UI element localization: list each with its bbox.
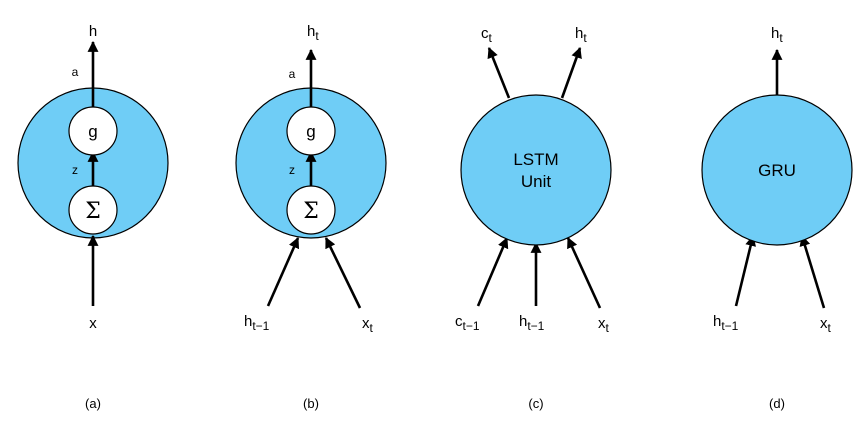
gru-unit-circle [701, 94, 853, 246]
h-prev-label: ht−1 [519, 313, 545, 333]
activation-label: g [88, 122, 97, 141]
a-label: a [289, 67, 296, 81]
caption: (c) [528, 396, 543, 411]
z-label: z [72, 163, 78, 177]
sum-node [286, 185, 336, 235]
unit-label-line2: Unit [521, 172, 552, 191]
h-prev-label: ht−1 [713, 313, 739, 333]
caption: (d) [769, 396, 785, 411]
c-out-arrow [487, 46, 511, 99]
output-label: h [89, 23, 97, 40]
caption: (b) [303, 396, 319, 411]
sum-symbol: Σ [85, 199, 101, 224]
c-out-label: ct [481, 25, 493, 45]
c-prev-arrow [476, 236, 509, 307]
x-arrow [566, 237, 602, 309]
h-out-label: ht [575, 25, 587, 45]
output-label: ht [307, 23, 319, 43]
lstm-unit-circle [460, 94, 612, 246]
sum-node [68, 185, 118, 235]
activation-node [68, 106, 118, 156]
h-out-label: ht [771, 25, 783, 45]
x-arrow [324, 237, 362, 309]
panel-d: GRU ht ht−1 xt (d) [701, 25, 853, 411]
caption: (a) [85, 396, 101, 411]
x-label: xt [362, 315, 374, 335]
panel-b: g Σ a z ht ht−1 xt (b) [235, 23, 387, 411]
a-label: a [72, 65, 79, 79]
panel-c: LSTM Unit ct ht ct−1 ht−1 xt (c) [455, 25, 612, 411]
panel-a: g Σ a z h x (a) [17, 23, 169, 411]
h-prev-arrow [266, 237, 300, 307]
input-label: x [89, 315, 97, 332]
h-prev-arrow [734, 234, 756, 307]
sum-symbol: Σ [303, 199, 319, 224]
x-arrow [799, 234, 826, 309]
unit-label-line1: LSTM [513, 150, 558, 169]
unit-label: GRU [758, 161, 796, 180]
activation-node [286, 106, 336, 156]
z-label: z [289, 163, 295, 177]
c-prev-label: ct−1 [455, 313, 480, 333]
h-out-arrow [560, 46, 582, 99]
x-label: xt [598, 315, 610, 335]
activation-label: g [306, 122, 315, 141]
h-prev-label: ht−1 [244, 313, 270, 333]
x-label: xt [820, 315, 832, 335]
